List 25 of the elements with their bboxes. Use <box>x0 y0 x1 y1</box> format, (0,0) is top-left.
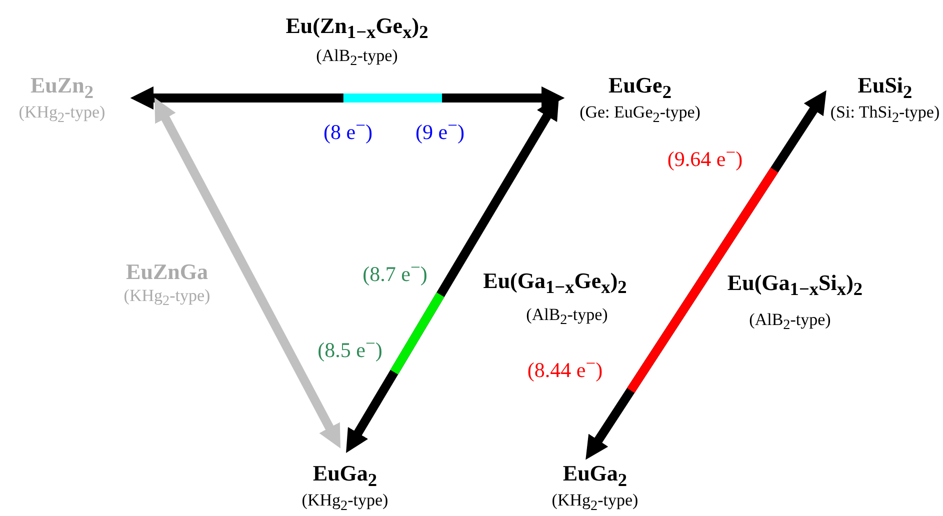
structure-type: (KHg$_{2}$-type) <box>18 103 106 128</box>
edge-label: Eu(Ga$_{1−x}$Si$_{x}$)$_{2}$ <box>727 270 863 300</box>
electron-count: (9.64 e$^{−}$) <box>667 142 743 172</box>
structure-type: (Si: ThSi$_{2}$-type) <box>830 103 940 128</box>
structure-type: (AlB$_{2}$-type) <box>749 310 831 334</box>
structure-type: (AlB$_{2}$-type) <box>316 46 398 70</box>
compound-formula: EuGe$_{2}$ <box>608 72 672 103</box>
compound-formula: EuGa$_{2}$ <box>562 460 628 491</box>
electron-count: (8.5 e$^{−}$) <box>318 333 382 363</box>
electron-count: (9 e$^{−}$) <box>416 115 464 145</box>
structure-type: (KHg$_{2}$-type) <box>302 491 388 516</box>
structure-type: (Ge: EuGe$_{2}$-type) <box>580 103 700 128</box>
structure-type: (KHg$_{2}$-type) <box>552 491 638 516</box>
compound-formula: EuSi$_{2}$ <box>856 72 914 103</box>
electron-count: (8.7 e$^{−}$) <box>362 257 428 287</box>
electron-count: (8.44 e$^{−}$) <box>527 353 603 383</box>
edge-label: EuZnGa <box>126 259 208 285</box>
compound-formula: EuZn$_{2}$ <box>30 72 94 103</box>
edge-label: Eu(Zn$_{1−x}$Ge$_{x}$)$_{2}$ <box>286 12 428 44</box>
edge-label: Eu(Ga$_{1−x}$Ge$_{x}$)$_{2}$ <box>483 268 627 298</box>
structure-type: (KHg$_{2}$-type) <box>124 286 210 310</box>
electron-count: (8 e$^{−}$) <box>324 115 372 145</box>
structure-type: (AlB$_{2}$-type) <box>526 304 608 330</box>
compound-formula: EuGa$_{2}$ <box>312 460 378 491</box>
arrow <box>154 98 340 448</box>
